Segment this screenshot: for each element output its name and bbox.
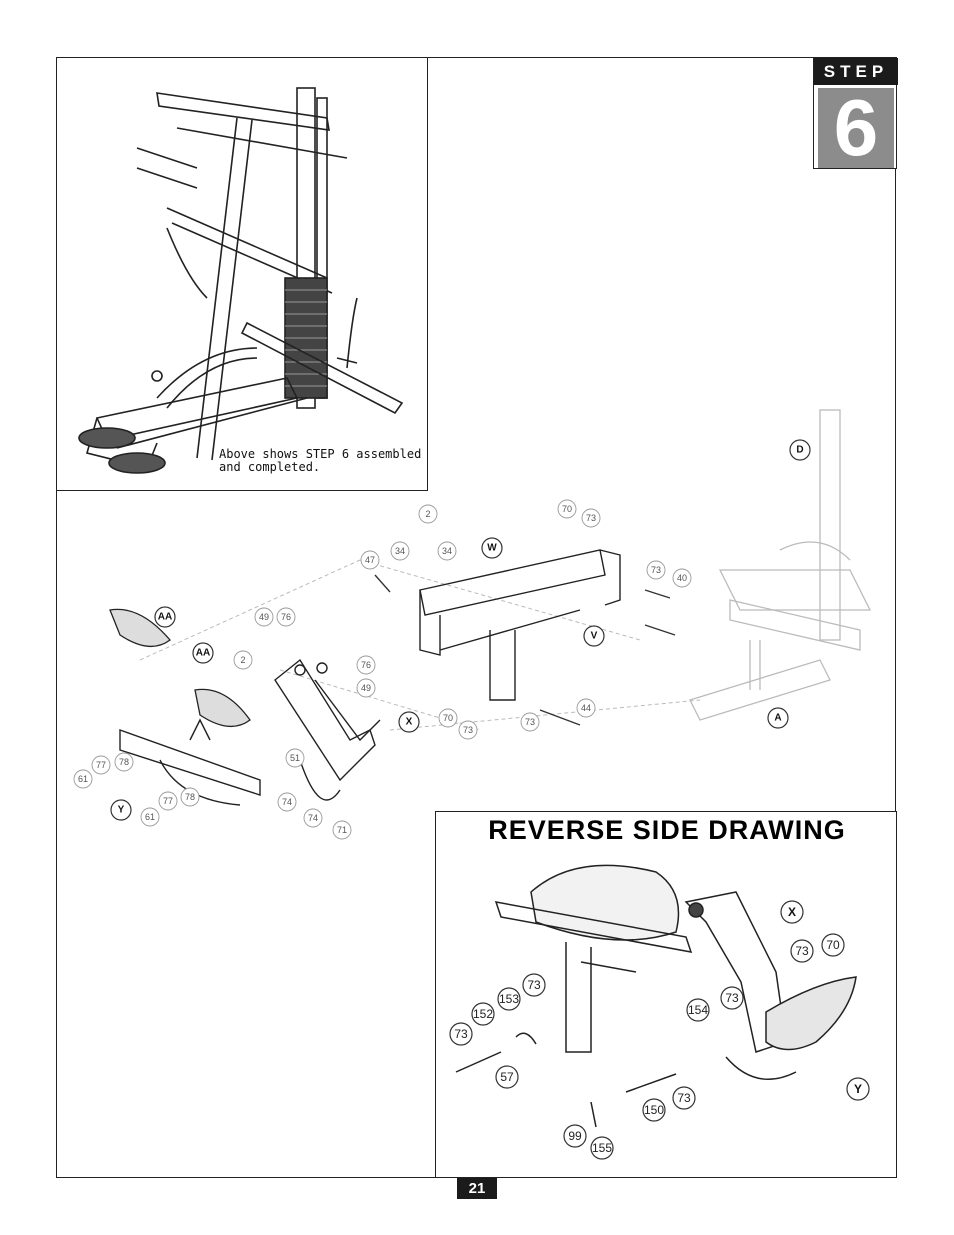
rev-callout-73-b: 73 [527, 978, 541, 992]
callout-73-top: 73 [586, 513, 596, 523]
callout-49-mid: 49 [361, 683, 371, 693]
callout-2-top: 2 [425, 509, 430, 519]
callout-61-b: 61 [145, 812, 155, 822]
rev-callout-57: 57 [500, 1070, 514, 1084]
hardware-bolts [374, 574, 676, 726]
callout-aa-2: AA [196, 648, 210, 659]
reverse-side-inset: REVERSE SIDE DRAWING [435, 811, 897, 1178]
bracket-w-v [419, 549, 621, 701]
step-label: STEP [814, 58, 898, 85]
rev-callout-x: X [788, 905, 796, 919]
callout-70-bottom: 70 [443, 713, 453, 723]
faded-base-frame [689, 409, 872, 721]
callout-77-a: 77 [96, 760, 106, 770]
rev-callout-153: 153 [499, 992, 519, 1006]
callout-2-left: 2 [240, 655, 245, 665]
callout-78-b: 78 [185, 792, 195, 802]
step-badge: STEP 6 [813, 57, 898, 169]
rev-callout-70: 70 [826, 938, 840, 952]
rev-callout-y: Y [854, 1082, 862, 1096]
page-number: 21 [457, 1178, 497, 1199]
rev-callout-99: 99 [568, 1129, 582, 1143]
bracket-x [274, 658, 381, 801]
callout-77-b: 77 [163, 796, 173, 806]
step-number: 6 [818, 88, 894, 168]
callout-49-top: 49 [259, 612, 269, 622]
callout-d: D [796, 445, 803, 456]
callout-34-right: 34 [442, 546, 452, 556]
callout-73-bottom: 73 [463, 725, 473, 735]
callout-47: 47 [365, 555, 375, 565]
callout-a: A [774, 713, 781, 724]
callout-71: 71 [337, 825, 347, 835]
callout-w: W [487, 543, 497, 554]
callout-76-mid: 76 [361, 660, 371, 670]
callout-61-a: 61 [78, 774, 88, 784]
callout-73-lower: 73 [525, 717, 535, 727]
callout-34-left: 34 [395, 546, 405, 556]
assembled-view-inset: Above shows STEP 6 assembled and complet… [56, 57, 428, 491]
callout-76-top: 76 [281, 612, 291, 622]
rev-callout-73-d: 73 [725, 991, 739, 1005]
assembled-machine-drawing [78, 87, 404, 474]
callout-74-a: 74 [282, 797, 292, 807]
callout-70-top: 70 [562, 504, 572, 514]
rev-callout-154: 154 [688, 1003, 708, 1017]
pads-aa [109, 608, 251, 727]
rev-callout-73-e: 73 [677, 1091, 691, 1105]
callout-v: V [591, 631, 598, 642]
callout-73-right: 73 [651, 565, 661, 575]
rev-callout-73-c: 73 [454, 1027, 468, 1041]
rev-callout-73-a: 73 [795, 944, 809, 958]
exploded-assembly-drawing [109, 409, 872, 806]
callout-y: Y [118, 805, 125, 816]
rev-callout-155: 155 [592, 1141, 612, 1155]
callout-78-a: 78 [119, 757, 129, 767]
rev-callout-150: 150 [644, 1103, 664, 1117]
callout-44: 44 [581, 703, 591, 713]
assembled-caption: Above shows STEP 6 assembled and complet… [219, 447, 422, 474]
callout-x: X [406, 717, 413, 728]
callout-51: 51 [290, 753, 300, 763]
rev-callout-152: 152 [473, 1007, 493, 1021]
reverse-side-title: REVERSE SIDE DRAWING [488, 815, 846, 845]
callout-40: 40 [677, 573, 687, 583]
reverse-side-drawing: X Y 73 70 73 153 152 73 57 154 73 73 150… [449, 864, 870, 1160]
callout-aa-1: AA [158, 612, 172, 623]
callout-74-b: 74 [308, 813, 318, 823]
